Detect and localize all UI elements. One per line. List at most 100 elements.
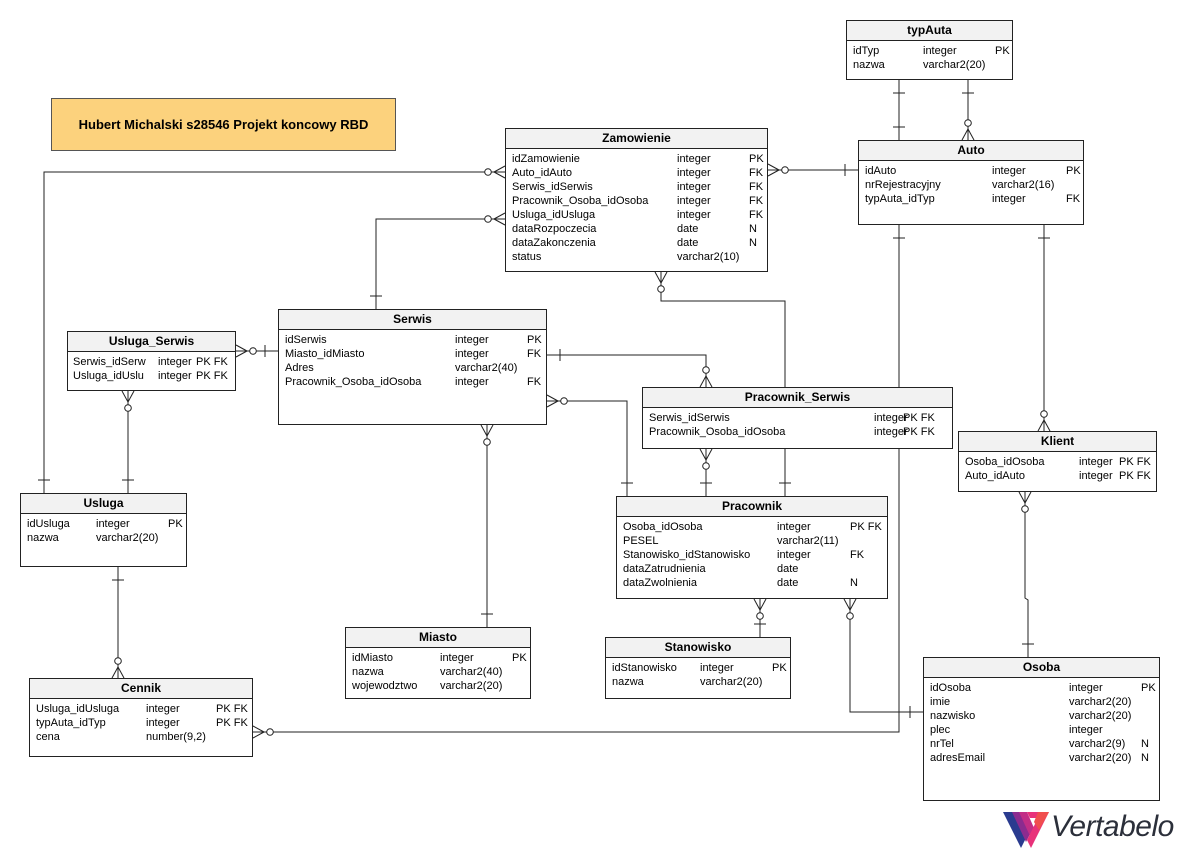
column-type: integer (146, 703, 180, 715)
column-type: integer (992, 165, 1026, 177)
rel-typauta-auto-id[interactable] (893, 80, 905, 140)
table-title: Klient (959, 432, 1156, 452)
column-type: integer (777, 521, 811, 533)
column-name: Pracownik_Osoba_idOsoba (285, 376, 422, 388)
rel-pracownik-serwis-owner[interactable] (546, 394, 633, 496)
rel-serwis-usluga-serwis[interactable] (235, 344, 278, 358)
rel-serwis-zamowienie[interactable] (370, 212, 506, 309)
column-flags: N (1141, 752, 1149, 764)
rel-usluga-zamowienie[interactable] (38, 165, 506, 493)
rel-usluga-usluga-serwis[interactable] (121, 390, 135, 493)
column-flags: PK (1141, 682, 1156, 694)
column-flags: FK (527, 348, 542, 360)
column-type: integer (677, 209, 711, 221)
column-name: nrRejestracyjny (865, 179, 941, 191)
column-flags: FK (1066, 193, 1081, 205)
column-name: adresEmail (930, 752, 986, 764)
column-type: integer (158, 370, 192, 382)
column-type: varchar2(20) (96, 532, 159, 544)
vertabelo-logo-icon (1003, 812, 1049, 848)
column-type: integer (1079, 456, 1113, 468)
rel-serwis-pracownik-serwis[interactable] (547, 349, 713, 388)
table-column-row: nazwisko varchar2(20) (924, 709, 1159, 723)
column-type: varchar2(16) (992, 179, 1055, 191)
column-type: integer (1069, 682, 1103, 694)
column-name: Pracownik_Osoba_idOsoba (649, 426, 786, 438)
column-name: plec (930, 724, 951, 736)
column-name: Adres (285, 362, 314, 374)
column-type: integer (455, 334, 489, 346)
column-type: varchar2(11) (777, 535, 839, 547)
column-name: Usluga_idUsluga (512, 209, 596, 221)
column-name: idUsluga (27, 518, 70, 530)
column-name: idMiasto (352, 652, 393, 664)
column-flags: N (1141, 738, 1149, 750)
table-title: Miasto (346, 628, 530, 648)
column-type: number(9,2) (146, 731, 206, 743)
column-name: Usluga_idUslu (73, 370, 144, 382)
rel-miasto-serwis[interactable] (480, 424, 494, 627)
rel-osoba-pracownik[interactable] (843, 598, 923, 718)
column-flags: PK FK (903, 426, 935, 438)
column-name: imie (930, 696, 951, 708)
column-name: dataZatrudnienia (623, 563, 706, 575)
column-flags: FK (850, 549, 865, 561)
rel-auto-zamowienie[interactable] (767, 163, 858, 177)
column-name: wojewodztwo (352, 680, 418, 692)
column-name: nazwa (352, 666, 384, 678)
rel-typauta-auto[interactable] (961, 80, 975, 141)
column-name: nazwisko (930, 710, 976, 722)
column-flags: FK (749, 167, 764, 179)
rel-auto-klient[interactable] (1037, 225, 1051, 432)
rel-pracownik-pracownik-serwis[interactable] (699, 448, 713, 496)
column-flags: PK FK (216, 703, 248, 715)
column-name: Auto_idAuto (965, 470, 1025, 482)
rel-osoba-klient[interactable] (1018, 491, 1034, 657)
column-name: dataRozpoczecia (512, 223, 597, 235)
rel-pracownik-zamowienie[interactable] (654, 271, 791, 496)
column-flags: PK FK (1119, 456, 1151, 468)
column-name: dataZwolnienia (623, 577, 697, 589)
column-name: nazwa (853, 59, 885, 71)
column-type: integer (96, 518, 130, 530)
column-flags: PK FK (850, 521, 882, 533)
column-flags: PK (527, 334, 542, 346)
table-title: Usluga_Serwis (68, 332, 235, 352)
rel-usluga-cennik[interactable] (111, 567, 125, 679)
column-flags: PK (995, 45, 1010, 57)
column-type: varchar2(20) (1069, 710, 1132, 722)
column-name: Serwis_idSerwis (512, 181, 593, 193)
rel-stanowisko-pracownik[interactable] (753, 598, 767, 637)
column-type: varchar2(10) (677, 251, 740, 263)
